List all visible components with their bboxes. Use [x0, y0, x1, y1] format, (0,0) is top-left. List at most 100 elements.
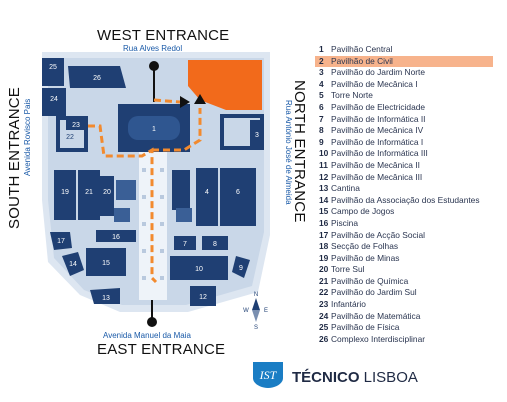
compass-e-label: E	[264, 308, 268, 314]
building-6-label: 6	[236, 189, 240, 196]
compass	[252, 298, 260, 322]
legend-item-name: Secção de Folhas	[331, 241, 399, 252]
legend-item-name: Pavilhão de Minas	[331, 252, 400, 263]
building-6	[220, 168, 256, 226]
legend-item-name: Pavilhão de Acção Social	[331, 229, 426, 240]
legend-item-name: Pavilhão de Mecânica II	[331, 159, 420, 170]
route-arrow-east	[180, 96, 190, 108]
building-13	[90, 288, 120, 304]
building-12	[190, 286, 216, 306]
legend-item-name: Pavilhão de Informática II	[331, 113, 426, 124]
route-path-north	[152, 108, 202, 152]
legend-item-name: Pavilhão Central	[331, 44, 393, 54]
building-17-label: 17	[57, 238, 65, 245]
legend-item-number: 4	[319, 78, 324, 89]
legend-item-number: 10	[319, 148, 329, 159]
legend-item-name: Pavilhão do Jardim Norte	[331, 67, 426, 78]
legend-item-8[interactable]: 8 Pavilhão de Mecânica IV	[315, 125, 493, 137]
legend-item-name: Piscina	[331, 217, 358, 228]
building-8	[202, 236, 228, 250]
building-13-label: 13	[102, 295, 110, 302]
building-16-label: 16	[112, 234, 120, 241]
logo-wordmark: TÉCNICO LISBOA	[292, 369, 418, 386]
building-4-label: 4	[205, 189, 209, 196]
logo-word-lisboa: LISBOA	[363, 369, 418, 386]
building-10-block	[170, 256, 228, 280]
legend-item-name: Pavilhão do Jardim Sul	[331, 287, 417, 298]
building-5	[196, 168, 218, 226]
legend-item-name: Torre Sul	[331, 264, 365, 275]
ist-logo-icon: IST	[253, 362, 283, 388]
legend-item-name: Pavilhão de Informática III	[331, 148, 428, 159]
building-21	[78, 170, 100, 220]
building-9	[232, 256, 250, 278]
building-7-label: 7	[183, 241, 187, 248]
legend-item-name: Pavilhão de Mecânica IV	[331, 125, 424, 136]
compass-s-label: S	[254, 325, 258, 331]
legend-item-number: 2	[319, 55, 324, 66]
legend-item-number: 26	[319, 333, 329, 344]
building-24-label: 24	[50, 96, 58, 103]
west-entrance-marker	[149, 61, 159, 71]
legend-item-number: 18	[319, 241, 329, 252]
building-1-label: 1	[152, 126, 156, 133]
legend-item-number: 24	[319, 310, 329, 321]
route-arrow-north	[194, 94, 206, 104]
legend-item-name: Pavilhão de Electricidade	[331, 101, 426, 112]
building-19-label: 19	[61, 189, 69, 196]
legend-item-number: 11	[319, 159, 328, 170]
logo-word-tecnico: TÉCNICO	[292, 369, 360, 386]
building-20-label: 20	[103, 189, 111, 196]
building-22	[56, 116, 88, 152]
legend-item-name: Campo de Jogos	[331, 206, 395, 217]
building-23	[66, 118, 86, 130]
legend-item-name: Cantina	[331, 183, 360, 194]
campus-map: 25 26 24 23 22 1 3 19 21 20 4 6 17 16 14…	[42, 52, 270, 331]
building-7	[174, 236, 196, 250]
legend-item-number: 19	[319, 252, 329, 263]
legend-item-name: Pavilhão de Mecânica III	[331, 171, 423, 182]
building-11	[176, 208, 192, 222]
building-21-label: 21	[85, 189, 93, 196]
legend-item-number: 23	[319, 299, 329, 310]
compass-n-label: N	[254, 292, 258, 298]
legend-item-number: 8	[319, 125, 324, 136]
building-16	[96, 230, 136, 242]
building-25	[42, 58, 64, 86]
building-19	[54, 170, 76, 220]
route-path	[88, 124, 158, 284]
east-entrance-marker	[147, 317, 157, 327]
building-18	[116, 180, 136, 200]
building-26	[68, 66, 126, 88]
building-8-label: 8	[213, 241, 217, 248]
legend-item-number: 5	[319, 90, 324, 101]
legend-item-name: Infantário	[331, 299, 366, 310]
east-entrance-label: EAST ENTRANCE	[97, 341, 226, 358]
